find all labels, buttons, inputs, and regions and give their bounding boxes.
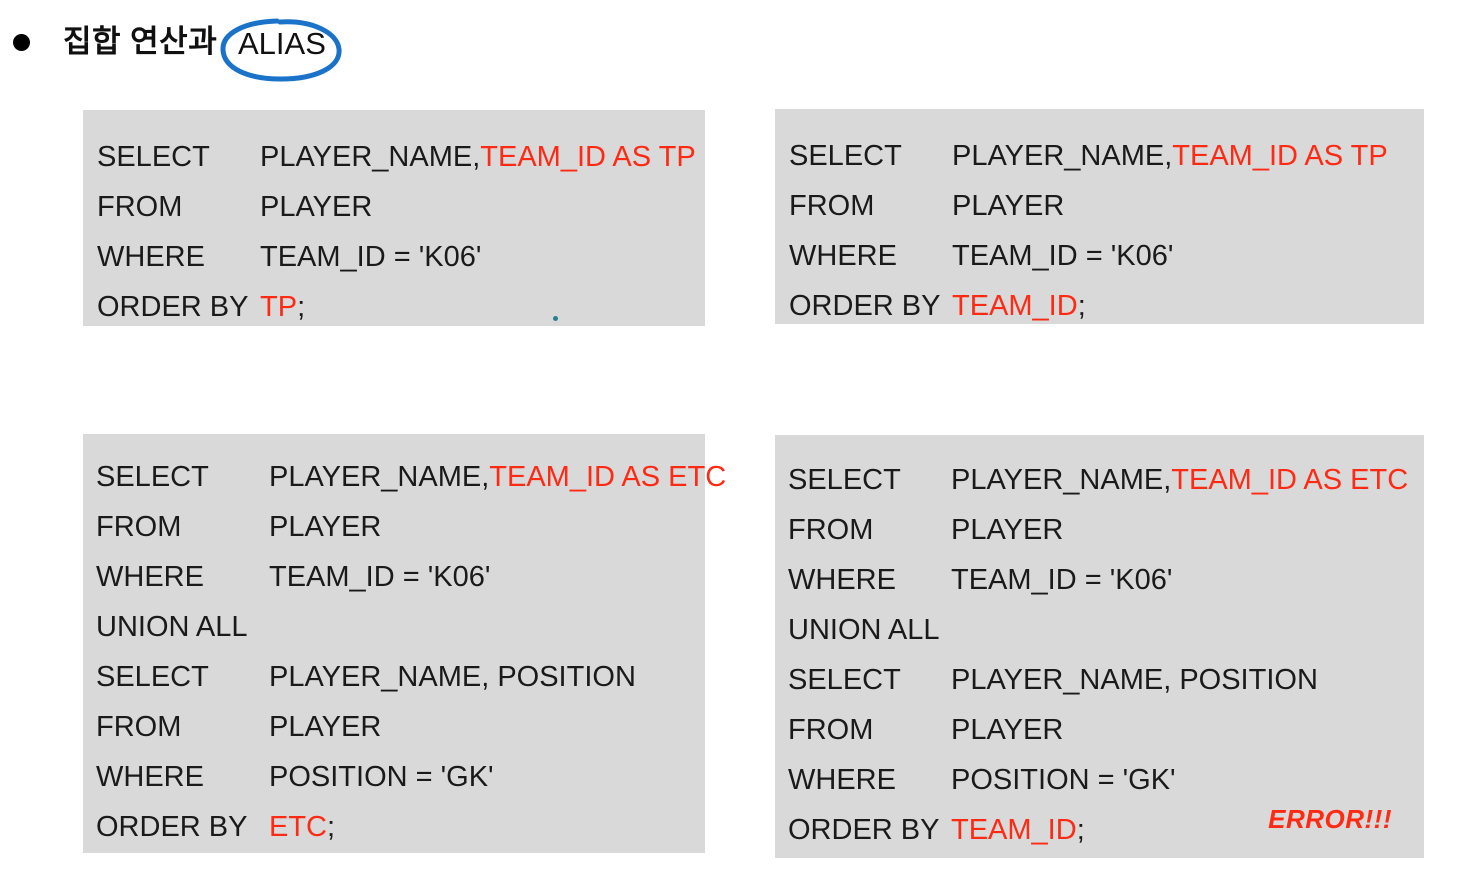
slide-title-row: 집합 연산과 ALIAS [0,12,1466,82]
code-block-top-right: SELECT PLAYER_NAME, TEAM_ID AS TP FROM P… [775,109,1424,324]
stray-dot-artifact [553,316,558,321]
sql-keyword: FROM [97,191,183,223]
sql-value: PLAYER [952,190,1065,222]
sql-keyword: UNION ALL [788,614,940,646]
code-lines: SELECT PLAYER_NAME, TEAM_ID AS ETC FROM … [83,434,726,871]
code-line: ORDER BY TEAM_ID ; [788,805,1437,855]
sql-keyword: WHERE [96,561,204,593]
sql-value: PLAYER [951,514,1064,546]
code-line: WHERE POSITION = 'GK' [788,755,1437,805]
code-block-top-left: SELECT PLAYER_NAME, TEAM_ID AS TP FROM P… [83,110,705,326]
sql-value: POSITION = 'GK' [269,761,494,793]
page-title: 집합 연산과 [63,24,218,59]
error-badge: ERROR!!! [1268,804,1392,834]
sql-alias: ETC [269,811,327,843]
code-line: FROM PLAYER [788,505,1437,555]
code-line: FROM PLAYER [97,182,719,232]
code-line: SELECT PLAYER_NAME, POSITION [788,655,1437,705]
sql-alias: TEAM_ID [952,290,1078,322]
sql-keyword: UNION ALL [96,611,248,643]
sql-alias: TP [260,291,298,323]
sql-value: PLAYER [269,511,382,543]
sql-keyword: FROM [788,714,874,746]
sql-keyword: FROM [96,511,182,543]
sql-keyword: ORDER BY [789,290,941,322]
sql-terminator: ; [297,291,306,323]
code-line: WHERE TEAM_ID = 'K06' [97,232,719,282]
sql-keyword: WHERE [788,764,896,796]
sql-value: PLAYER [951,714,1064,746]
code-block-bottom-right: SELECT PLAYER_NAME, TEAM_ID AS ETC FROM … [775,435,1424,858]
code-line: ORDER BY TP ; [97,282,719,332]
sql-keyword: WHERE [97,241,205,273]
sql-keyword: ORDER BY [96,811,248,843]
sql-value: TEAM_ID = 'K06' [269,561,491,593]
sql-keyword: SELECT [789,140,902,172]
code-line: ORDER BY ETC ; [96,802,718,852]
code-lines: SELECT PLAYER_NAME, TEAM_ID AS ETC FROM … [775,435,1437,878]
code-line: UNION ALL [96,602,718,652]
sql-terminator: ; [1077,290,1086,322]
code-line: SELECT PLAYER_NAME, TEAM_ID AS ETC [96,452,726,502]
sql-keyword: ORDER BY [788,814,940,846]
sql-keyword: FROM [96,711,182,743]
sql-keyword: WHERE [788,564,896,596]
sql-value: PLAYER [269,711,382,743]
sql-value: PLAYER_NAME, [269,461,490,493]
code-line: SELECT PLAYER_NAME, POSITION [96,652,718,702]
sql-value: POSITION = 'GK' [951,764,1176,796]
sql-value: PLAYER_NAME, POSITION [269,661,636,693]
sql-value: PLAYER [260,191,373,223]
sql-keyword: WHERE [96,761,204,793]
sql-value: TEAM_ID = 'K06' [952,240,1174,272]
sql-keyword: WHERE [789,240,897,272]
code-line: FROM PLAYER [789,181,1438,231]
code-line: FROM PLAYER [96,702,718,752]
code-line: SELECT PLAYER_NAME, TEAM_ID AS ETC [788,455,1437,505]
code-line: FROM PLAYER [96,502,718,552]
sql-alias: TEAM_ID AS ETC [1171,464,1409,496]
code-line: WHERE POSITION = 'GK' [96,752,718,802]
code-line: ORDER BY TEAM_ID ; [789,281,1438,331]
code-line: WHERE TEAM_ID = 'K06' [788,555,1437,605]
sql-value: PLAYER_NAME, POSITION [951,664,1318,696]
sql-alias: TEAM_ID AS TP [1172,140,1388,172]
sql-keyword: SELECT [788,464,901,496]
sql-value: TEAM_ID = 'K06' [260,241,482,273]
code-line: WHERE TEAM_ID = 'K06' [96,552,718,602]
page-title-highlight: ALIAS [238,26,326,61]
sql-alias: TEAM_ID AS ETC [489,461,727,493]
sql-keyword: FROM [788,514,874,546]
sql-keyword: SELECT [96,461,209,493]
sql-keyword: FROM [789,190,875,222]
sql-value: TEAM_ID = 'K06' [951,564,1173,596]
sql-terminator: ; [327,811,336,843]
code-line: SELECT PLAYER_NAME, TEAM_ID AS TP [789,131,1438,181]
code-line: FROM PLAYER [788,705,1437,755]
code-line: WHERE TEAM_ID = 'K06' [789,231,1438,281]
sql-value: PLAYER_NAME, [260,141,481,173]
code-lines: SELECT PLAYER_NAME, TEAM_ID AS TP FROM P… [83,110,719,348]
code-line: UNION ALL [788,605,1437,655]
sql-alias: TEAM_ID [951,814,1077,846]
bullet-icon [13,34,30,51]
sql-keyword: SELECT [788,664,901,696]
sql-value: PLAYER_NAME, [952,140,1173,172]
code-line: SELECT PLAYER_NAME, TEAM_ID AS TP [97,132,719,182]
sql-keyword: ORDER BY [97,291,249,323]
sql-keyword: SELECT [96,661,209,693]
sql-terminator: ; [1076,814,1085,846]
sql-value: PLAYER_NAME, [951,464,1172,496]
sql-alias: TEAM_ID AS TP [480,141,696,173]
sql-keyword: SELECT [97,141,210,173]
code-lines: SELECT PLAYER_NAME, TEAM_ID AS TP FROM P… [775,109,1438,346]
code-block-bottom-left: SELECT PLAYER_NAME, TEAM_ID AS ETC FROM … [83,434,726,853]
